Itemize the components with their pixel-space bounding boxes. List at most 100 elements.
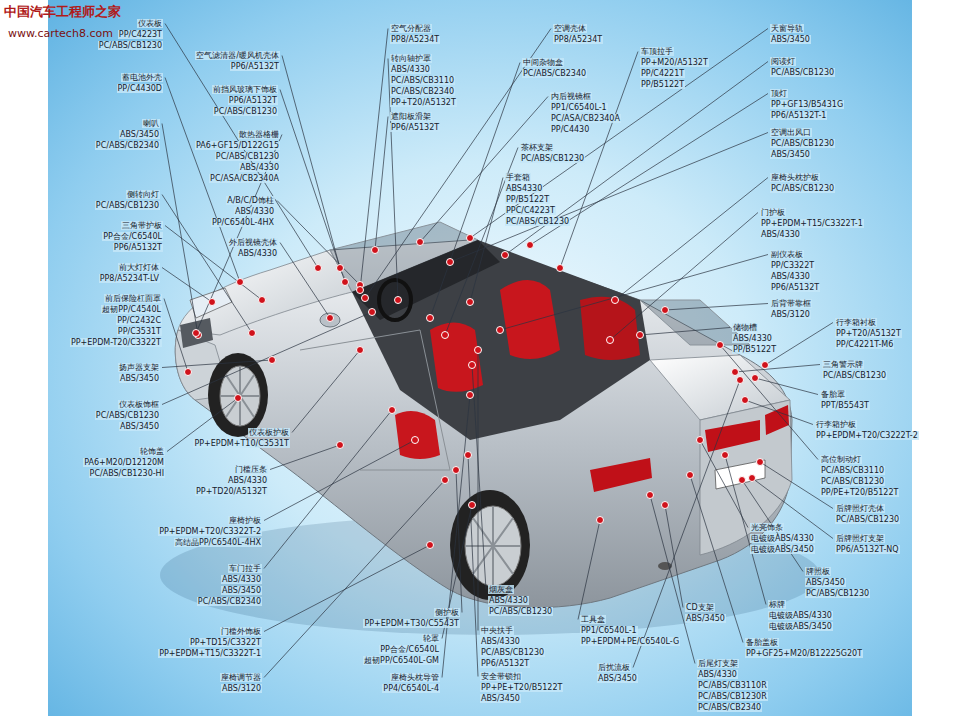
leader-line — [735, 365, 820, 373]
material-code: ABS/3450 — [119, 422, 160, 431]
callout-dot — [193, 330, 200, 337]
spokes — [220, 366, 260, 426]
part-name: 手套箱 — [505, 173, 531, 182]
leader-line — [500, 255, 768, 331]
callout-dot — [467, 392, 474, 399]
callout: 扬声器支架 ABS/3450 — [118, 362, 160, 384]
part-name: 三角警示牌 — [822, 360, 864, 369]
leader-line — [165, 226, 262, 301]
tail-light — [590, 458, 652, 492]
watermark: www.cartech8.com — [8, 27, 113, 40]
material-code: PP+M20/A5132T — [640, 58, 709, 67]
callout-dot — [757, 459, 764, 466]
leader-line — [470, 178, 503, 303]
part-name: 光亮饰条 — [750, 523, 784, 532]
callout-dot — [465, 452, 472, 459]
material-code: PC/ABS/CB2340 — [697, 703, 762, 712]
rear-wheel — [450, 490, 530, 600]
material-code: PPC/C4223T — [505, 206, 556, 215]
material-code: ABS/3450 — [119, 374, 160, 383]
material-code: PA6+M20/D12120M — [83, 458, 165, 467]
callout: 轮罩PP合金/C6540L超韧PP/C6540L-GM — [363, 633, 440, 666]
callout: 三角警示牌PC/ABS/CB1230 — [822, 359, 887, 381]
material-code: PC/ABS/CB1230 — [520, 154, 585, 163]
part-name: 空气分配器 — [390, 24, 432, 33]
material-code: PC/ABS/CB3110R — [697, 681, 768, 690]
callout: 车顶拉手PP+M20/A5132TPP/C4221TPP/B5122T — [640, 46, 709, 90]
material-code: ABS/3450 — [805, 578, 846, 587]
material-code: PP6/A5132T — [230, 62, 280, 71]
part-name: 喇叭 — [142, 119, 160, 128]
part-name: 前大灯灯体 — [118, 263, 160, 272]
part-name: 扬声器支架 — [118, 363, 160, 372]
material-code: PC/ABS/CB1230 — [805, 589, 870, 598]
leader-line — [270, 445, 340, 470]
watermark: 中国汽车工程师之家 — [4, 3, 121, 21]
callout-dot — [647, 492, 654, 499]
callout-dot — [417, 239, 424, 246]
callout: 喇叭ABS/3450PC/ABS/CB2340 — [95, 118, 160, 151]
steering-wheel — [379, 280, 411, 320]
material-code: PC/ABS/CB1230 — [98, 41, 163, 50]
callout-dot — [427, 315, 434, 322]
leader-line — [456, 470, 462, 613]
material-code: PP8/A5234T — [390, 35, 440, 44]
material-code: PP/B5122T — [505, 195, 550, 204]
leader-line — [665, 304, 768, 311]
material-code: ABS/3120 — [770, 310, 811, 319]
material-code: PP+TD15/C3322T — [189, 638, 262, 647]
material-code: ABS/4330 — [732, 334, 773, 343]
material-code: ABS/3450 — [597, 674, 638, 683]
part-name: 车门拉手 — [228, 564, 262, 573]
material-code: PP8/A5234T-LV — [99, 274, 160, 283]
leader-line — [264, 480, 445, 678]
material-code: ABS/3450 — [770, 150, 811, 159]
leader-line — [196, 135, 282, 334]
seat — [430, 323, 483, 392]
mirror — [320, 313, 340, 327]
callout: 茶杯支架PC/ABS/CB1230 — [520, 142, 585, 164]
callout-dot — [557, 265, 564, 272]
callout: 备胎罩PPT/B5543T — [820, 389, 870, 411]
material-code: ABS/4330 — [234, 207, 275, 216]
material-code: ABS/4330 — [697, 670, 738, 679]
callout-dot — [342, 279, 349, 286]
callout: 仪表板护板PP+EPDM+T10/C3531T — [193, 427, 290, 449]
material-code: PP合金/C6540L — [102, 232, 163, 241]
callout: 后背带靠框ABS/3120 — [770, 298, 812, 320]
leader-line — [280, 243, 330, 319]
callout: 阅读灯PC/ABS/CB1230 — [770, 56, 835, 78]
callout: 座椅护板PP+EPDM+T20/C3322T-2高结晶PP/C6540L-4HX — [158, 515, 262, 548]
callout: 仪表板饰框PC/ABS/CB1230ABS/3450 — [95, 399, 160, 432]
leader-line — [755, 378, 818, 395]
callout: 手套箱ABS4330PP/B5122TPPC/C4223TPC/ABS/CB12… — [505, 172, 570, 227]
leader-line — [470, 29, 768, 239]
material-code: PP/C4221T — [640, 69, 685, 78]
callout: 天窗导轨ABS/3450 — [770, 23, 811, 45]
leader-line — [280, 90, 345, 283]
material-code: PP+EPDM+T15/C3322T-1 — [158, 649, 262, 658]
callout-dot — [467, 235, 474, 242]
material-code: PC/ABS/CB1230 — [835, 515, 900, 524]
material-code: PC/ABS/CB1230 — [95, 201, 160, 210]
material-code: PC/ABS/CB1230 — [480, 648, 545, 657]
callout: 仪表板PP/C4223TPC/ABS/CB1230 — [98, 18, 163, 51]
callout: 备胎盖板PP+GF25+M20/B12225G20T — [745, 637, 863, 659]
part-name: 行李箱护板 — [815, 420, 857, 429]
part-name: 侧转向灯 — [126, 190, 160, 199]
callout-dot — [497, 327, 504, 334]
material-code: PC/ABS/CB1230 — [95, 411, 160, 420]
part-name: 高位制动灯 — [820, 455, 862, 464]
part-name: 侧护板 — [434, 608, 460, 617]
material-code: ABS/3450 — [770, 35, 811, 44]
material-code: PP/C4430 — [550, 125, 590, 134]
part-name: 空调壳体 — [553, 24, 587, 33]
leader-line — [700, 440, 748, 528]
callout: 前大灯灯体 PP8/A5234T-LV — [99, 262, 160, 284]
callout-dot — [337, 265, 344, 272]
callout: 座椅头枕导管PP4/C6540L-4 — [382, 672, 440, 694]
callout: 行李箱护板PP+EPDM+T20/C3222T-2 — [815, 419, 919, 441]
material-code: PP6/A5132T — [228, 96, 278, 105]
material-code: PP6/A5132T — [390, 123, 440, 132]
leader-line — [375, 117, 388, 251]
